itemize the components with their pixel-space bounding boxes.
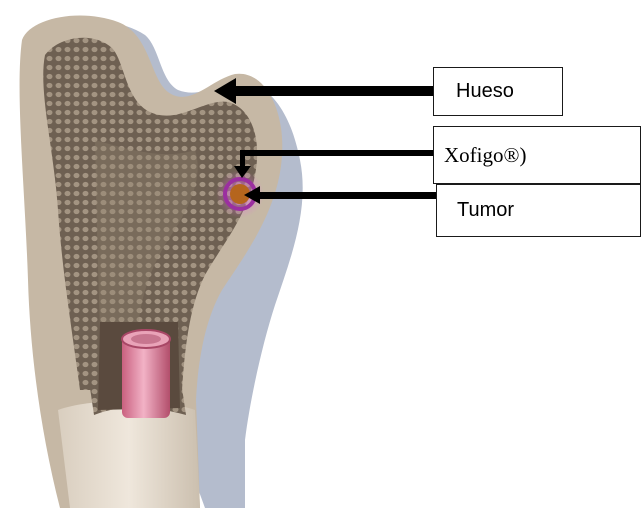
- label-tumor-text: Tumor: [457, 199, 514, 222]
- marrow-opening: [131, 334, 161, 344]
- label-hueso: Hueso: [433, 67, 563, 116]
- label-xofigo: Xofigo®): [433, 126, 641, 184]
- label-tumor: Tumor: [436, 184, 641, 237]
- label-hueso-text: Hueso: [456, 80, 514, 103]
- label-xofigo-text: Xofigo®): [444, 143, 526, 168]
